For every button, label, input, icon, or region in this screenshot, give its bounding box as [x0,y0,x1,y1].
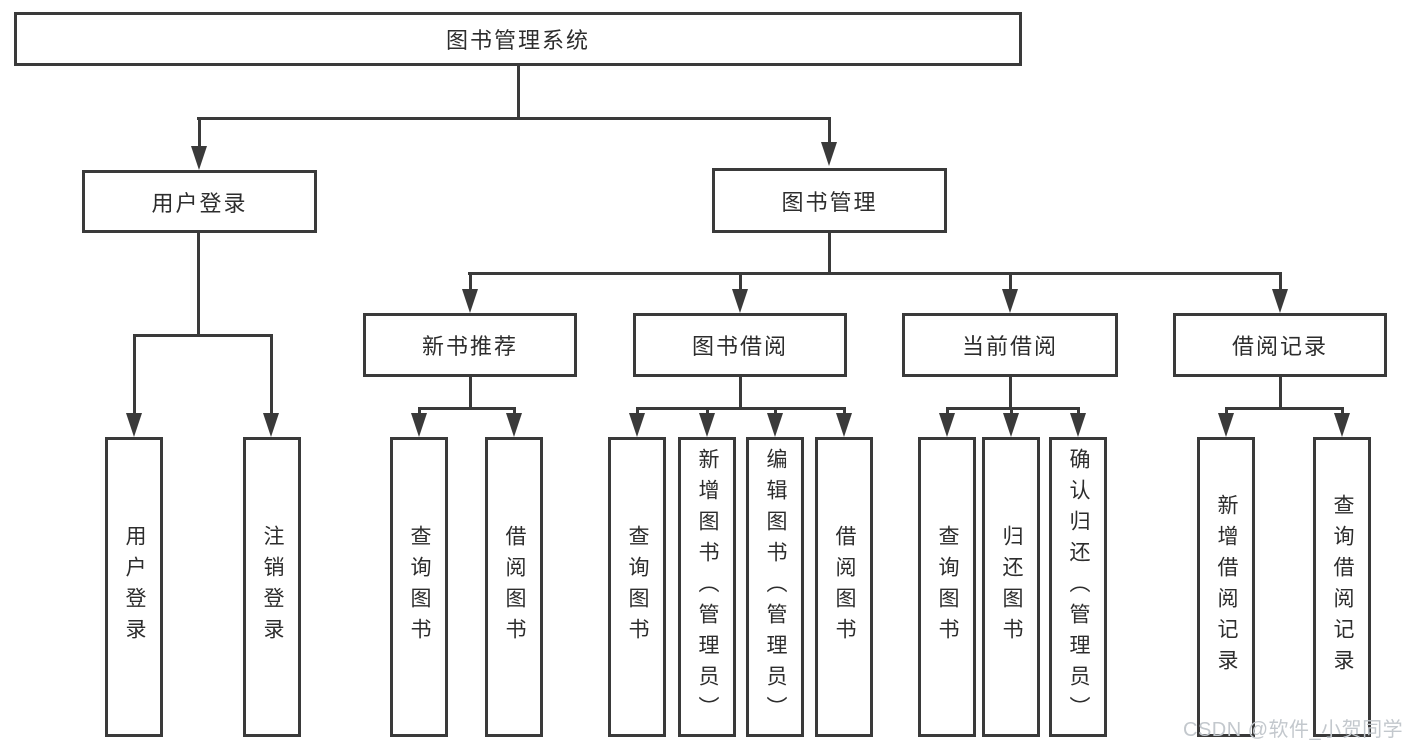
connector-branch-level3 [468,272,1282,275]
leaf-borrow-books-recommend: 借阅图书 [485,437,543,737]
leaf-label: 查询图书 [408,525,431,649]
connector-drop [1279,272,1282,291]
connector-branch [636,407,845,410]
arrow-down-icon [462,289,478,313]
connector-drop [1225,407,1228,417]
node-label: 借阅记录 [1231,334,1328,359]
node-book-borrow: 图书借阅 [633,313,847,377]
arrow-down-icon [411,413,427,437]
arrow-down-icon [126,413,142,437]
connector-drop [418,407,421,417]
connector-drop [513,407,516,417]
csdn-watermark: CSDN @软件_小贺同学 [1183,719,1404,741]
arrow-down-icon [821,142,837,166]
connector-stem [739,377,742,410]
node-label: 图书管理 [781,189,878,215]
connector-drop [843,407,846,417]
leaf-query-books-borrow: 查询图书 [608,437,666,737]
leaf-add-book-admin: 新增图书（管理员） [678,437,736,737]
leaf-logout: 注销登录 [243,437,301,737]
connector-branch [418,407,515,410]
connector-drop [636,407,639,417]
connector-drop [706,407,709,417]
arrow-down-icon [1002,289,1018,313]
connector-branch-level1 [197,117,831,120]
arrow-down-icon [836,413,852,437]
node-new-book-recommend: 新书推荐 [363,313,577,377]
connector-branch-user-login [133,334,273,337]
node-label: 新书推荐 [421,334,518,359]
arrow-down-icon [1003,413,1019,437]
leaf-confirm-return-admin: 确认归还（管理员） [1049,437,1107,737]
leaf-label: 注销登录 [261,525,284,649]
connector-drop [133,334,136,415]
leaf-label: 用户登录 [123,525,146,649]
leaf-query-borrow-record: 查询借阅记录 [1313,437,1371,737]
leaf-label: 归还图书 [1000,525,1023,649]
arrow-down-icon [732,289,748,313]
leaf-label: 查询图书 [626,525,649,649]
connector-drop [270,334,273,415]
leaf-edit-book-admin: 编辑图书（管理员） [746,437,804,737]
connector-drop [774,407,777,417]
node-label: 图书管理系统 [445,28,590,53]
connector-drop [1010,407,1013,417]
leaf-query-books-recommend: 查询图书 [390,437,448,737]
connector-drop [469,272,472,291]
arrow-down-icon [263,413,279,437]
arrow-down-icon [1334,413,1350,437]
node-current-borrow: 当前借阅 [902,313,1118,377]
connector-stem [1009,377,1012,410]
leaf-add-borrow-record: 新增借阅记录 [1197,437,1255,737]
leaf-label: 编辑图书（管理员） [764,447,787,727]
arrow-down-icon [699,413,715,437]
leaf-label: 确认归还（管理员） [1067,447,1090,727]
connector-stem-book-management [828,233,831,275]
node-book-management: 图书管理 [712,168,947,233]
node-label: 当前借阅 [961,334,1058,359]
leaf-label: 查询图书 [936,525,959,649]
leaf-borrow-books: 借阅图书 [815,437,873,737]
connector-stem [469,377,472,410]
connector-drop [739,272,742,291]
leaf-label: 借阅图书 [833,525,856,649]
arrow-down-icon [629,413,645,437]
connector-stem [1279,377,1282,410]
node-system-root: 图书管理系统 [14,12,1022,66]
connector-drop [946,407,949,417]
arrow-down-icon [767,413,783,437]
connector-branch [1225,407,1343,410]
leaf-user-login: 用户登录 [105,437,163,737]
leaf-label: 借阅图书 [503,525,526,649]
connector-drop [1341,407,1344,417]
arrow-down-icon [506,413,522,437]
leaf-label: 新增借阅记录 [1215,494,1238,680]
connector-drop [1009,272,1012,291]
node-label: 用户登录 [151,190,248,216]
leaf-return-book: 归还图书 [982,437,1040,737]
leaf-label: 查询借阅记录 [1331,494,1354,680]
node-borrow-records: 借阅记录 [1173,313,1387,377]
leaf-label: 新增图书（管理员） [696,447,719,727]
arrow-down-icon [1070,413,1086,437]
arrow-down-icon [939,413,955,437]
leaf-query-books-current: 查询图书 [918,437,976,737]
arrow-down-icon [1218,413,1234,437]
node-user-login: 用户登录 [82,170,317,233]
connector-stem-root [517,66,520,120]
connector-drop-book-management [828,117,831,144]
arrow-down-icon [1272,289,1288,313]
connector-drop [1077,407,1080,417]
connector-drop-user-login [198,117,201,148]
arrow-down-icon [191,146,207,170]
node-label: 图书借阅 [691,334,788,359]
connector-stem-user-login [197,233,200,337]
